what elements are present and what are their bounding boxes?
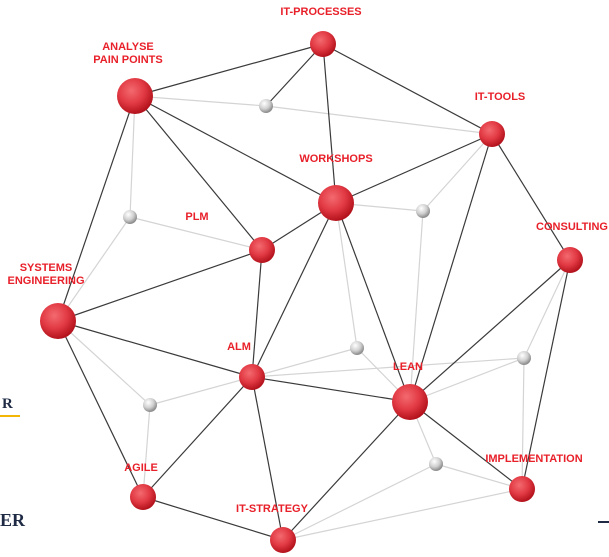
edge-g5-impl: [521, 357, 525, 490]
edge-alm-agile: [142, 376, 253, 498]
node-label-consulting: CONSULTING: [536, 221, 608, 233]
edge-syseng-g6: [57, 320, 151, 406]
node-g2: [123, 210, 137, 224]
edge-consulting-g5: [523, 259, 571, 359]
edge-layer: [57, 43, 571, 541]
node-label-agile: AGILE: [124, 462, 158, 474]
node-label-impl: IMPLEMENTATION: [485, 453, 582, 465]
node-consulting: [557, 247, 583, 273]
edge-consulting-lean: [409, 259, 571, 403]
node-lean: [392, 384, 428, 420]
edge-agile-g6: [142, 404, 151, 498]
node-g4: [350, 341, 364, 355]
edge-syseng-g2: [57, 216, 131, 322]
edge-alm-g5: [251, 357, 525, 378]
edge-ittools-g1: [265, 105, 493, 135]
edge-agile-itstrat: [142, 496, 284, 541]
edge-lean-g5: [409, 357, 525, 403]
edge-itproc-g1: [265, 43, 324, 107]
edge-g7-impl: [435, 463, 523, 490]
edge-analyse-itproc: [134, 43, 324, 97]
node-impl: [509, 476, 535, 502]
edge-alm-lean: [251, 376, 411, 403]
edge-plm-syseng: [57, 249, 263, 322]
edge-alm-g6: [149, 376, 253, 406]
edge-lean-itstrat: [282, 401, 411, 541]
node-ittools: [479, 121, 505, 147]
node-alm: [239, 364, 265, 390]
node-label-alm: ALM: [227, 341, 251, 353]
edge-plm-g2: [129, 216, 263, 251]
edge-workshops-g4: [335, 202, 358, 349]
node-plm: [249, 237, 275, 263]
node-g5: [517, 351, 531, 365]
edge-workshops-alm: [251, 202, 337, 378]
edge-alm-g4: [251, 347, 358, 378]
node-label-itproc: IT-PROCESSES: [280, 6, 361, 18]
edge-analyse-syseng: [57, 95, 136, 322]
edge-workshops-lean: [335, 202, 411, 403]
node-g6: [143, 398, 157, 412]
left-fragment-top: R: [2, 396, 13, 412]
edge-ittools-lean: [409, 133, 493, 403]
edge-ittools-g3: [422, 133, 493, 212]
edge-alm-itstrat: [251, 376, 284, 541]
edge-analyse-g2: [129, 95, 136, 218]
node-agile: [130, 484, 156, 510]
edge-syseng-alm: [57, 320, 253, 378]
node-itstrat: [270, 527, 296, 553]
edge-itproc-ittools: [322, 43, 493, 135]
edge-analyse-g1: [134, 95, 267, 107]
edge-lean-impl: [409, 401, 523, 490]
edge-analyse-workshops: [134, 95, 337, 204]
node-layer: [40, 31, 583, 553]
node-analyse: [117, 78, 153, 114]
node-label-workshops: WORKSHOPS: [299, 153, 372, 165]
node-g1: [259, 99, 273, 113]
node-syseng: [40, 303, 76, 339]
edge-plm-alm: [251, 249, 263, 378]
edge-ittools-workshops: [335, 133, 493, 204]
edge-analyse-plm: [134, 95, 263, 251]
node-label-plm: PLM: [185, 211, 208, 223]
node-label-lean: LEAN: [393, 361, 423, 373]
node-g7: [429, 457, 443, 471]
edge-ittools-consulting: [491, 133, 571, 261]
edge-itstrat-impl: [282, 488, 523, 541]
node-workshops: [318, 185, 354, 221]
edge-itproc-workshops: [322, 43, 337, 204]
node-itproc: [310, 31, 336, 57]
edge-consulting-impl: [521, 259, 571, 490]
node-g3: [416, 204, 430, 218]
left-fragment-bottom: ER: [0, 510, 26, 530]
node-label-itstrat: IT-STRATEGY: [236, 503, 309, 515]
edge-syseng-agile: [57, 320, 144, 498]
edge-itstrat-g7: [282, 463, 437, 541]
node-label-ittools: IT-TOOLS: [475, 91, 526, 103]
edge-lean-g3: [409, 210, 424, 403]
